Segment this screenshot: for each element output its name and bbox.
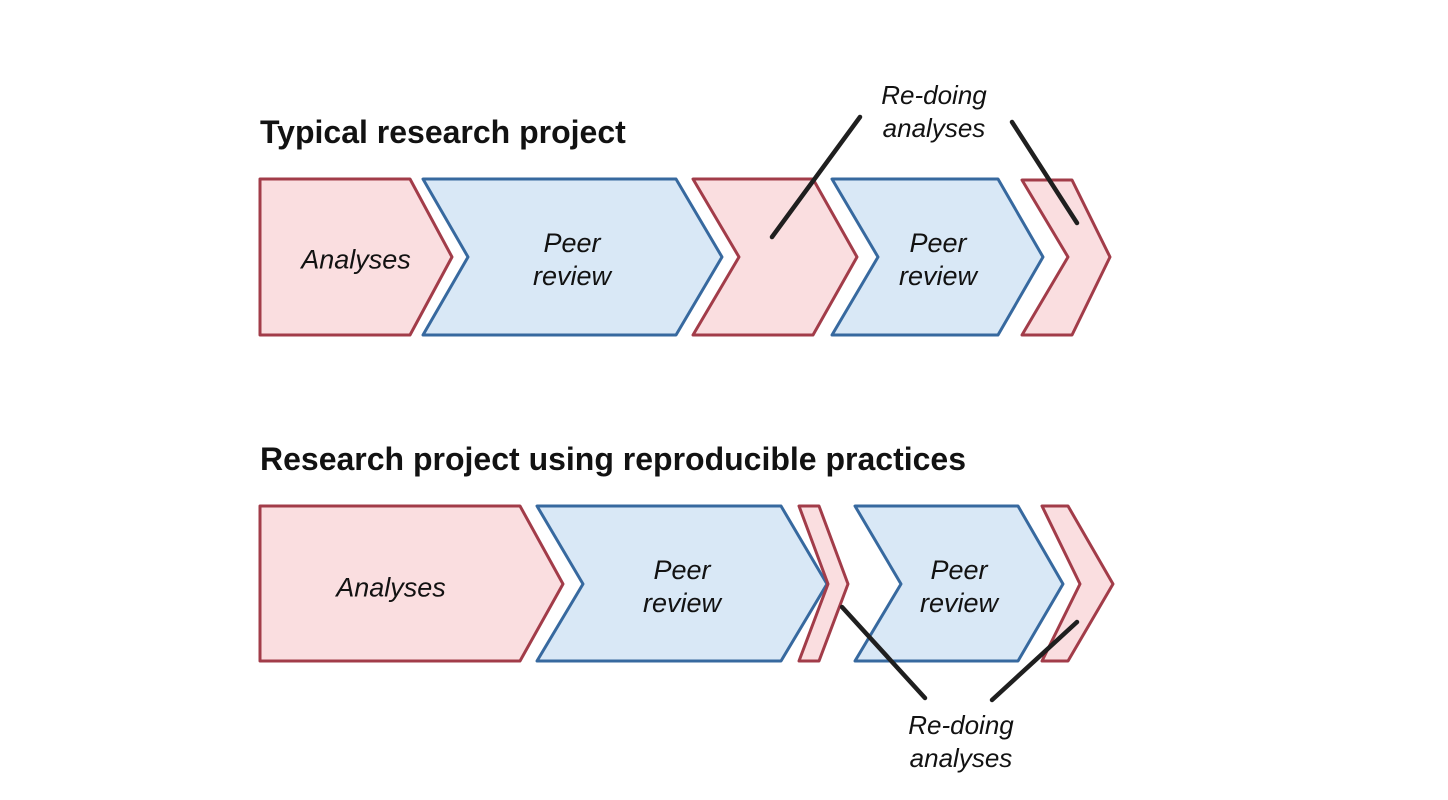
row-typical-shapes: [258, 114, 1112, 337]
reproducible-redo-analyses-annotation-line1: Re-doing: [908, 710, 1014, 740]
typical-peer-review-2-label-line1: Peer: [909, 228, 967, 258]
typical-annotation-pointer-right: [1009, 119, 1080, 226]
typical-peer-review-1-label-line2: review: [532, 261, 612, 291]
reproducible-redo-analyses-annotation: Re-doing analyses: [908, 709, 1014, 775]
typical-peer-review-1-label-line1: Peer: [543, 228, 601, 258]
reproducible-peer-review-1-arrow: [535, 504, 829, 663]
reproducible-peer-review-2-label-line1: Peer: [930, 555, 988, 585]
reproducible-annotation-pointer-left: [839, 604, 928, 701]
typical-redo-analyses-annotation-line1: Re-doing: [881, 80, 987, 110]
title-reproducible: Research project using reproducible prac…: [260, 441, 967, 477]
typical-peer-review-1-arrow: [421, 177, 724, 337]
reproducible-redo-analyses-annotation-line2: analyses: [909, 743, 1013, 773]
typical-redo-analyses-2-arrow: [1020, 178, 1112, 337]
reproducible-peer-review-1-label-line1: Peer: [653, 555, 711, 585]
row-reproducible-shapes: [258, 504, 1115, 703]
typical-redo-analyses-annotation-line2: analyses: [882, 113, 986, 143]
typical-peer-review-2-label: Peer review: [899, 227, 977, 293]
reproducible-annotation-pointer-right: [989, 619, 1080, 703]
typical-annotation-pointer-left: [769, 114, 863, 240]
reproducible-analyses-arrow: [258, 504, 565, 663]
reproducible-peer-review-2-arrow: [853, 504, 1065, 663]
reproducible-peer-review-2-label-line2: review: [919, 588, 999, 618]
reproducible-redo-analyses-1-arrow: [797, 504, 850, 663]
reproducible-peer-review-1-label: Peer review: [643, 554, 721, 620]
reproducible-peer-review-2-label: Peer review: [920, 554, 998, 620]
typical-peer-review-2-arrow: [830, 177, 1045, 337]
typical-peer-review-2-label-line2: review: [898, 261, 978, 291]
title-typical: Typical research project: [260, 114, 626, 150]
typical-analyses-label: Analyses: [301, 244, 411, 275]
typical-redo-analyses-annotation: Re-doing analyses: [881, 79, 987, 145]
typical-analyses-arrow: [258, 177, 454, 337]
reproducible-redo-analyses-2-arrow: [1040, 504, 1115, 663]
reproducible-analyses-label: Analyses: [336, 572, 446, 603]
reproducible-peer-review-1-label-line2: review: [642, 588, 722, 618]
typical-peer-review-1-label: Peer review: [533, 227, 611, 293]
